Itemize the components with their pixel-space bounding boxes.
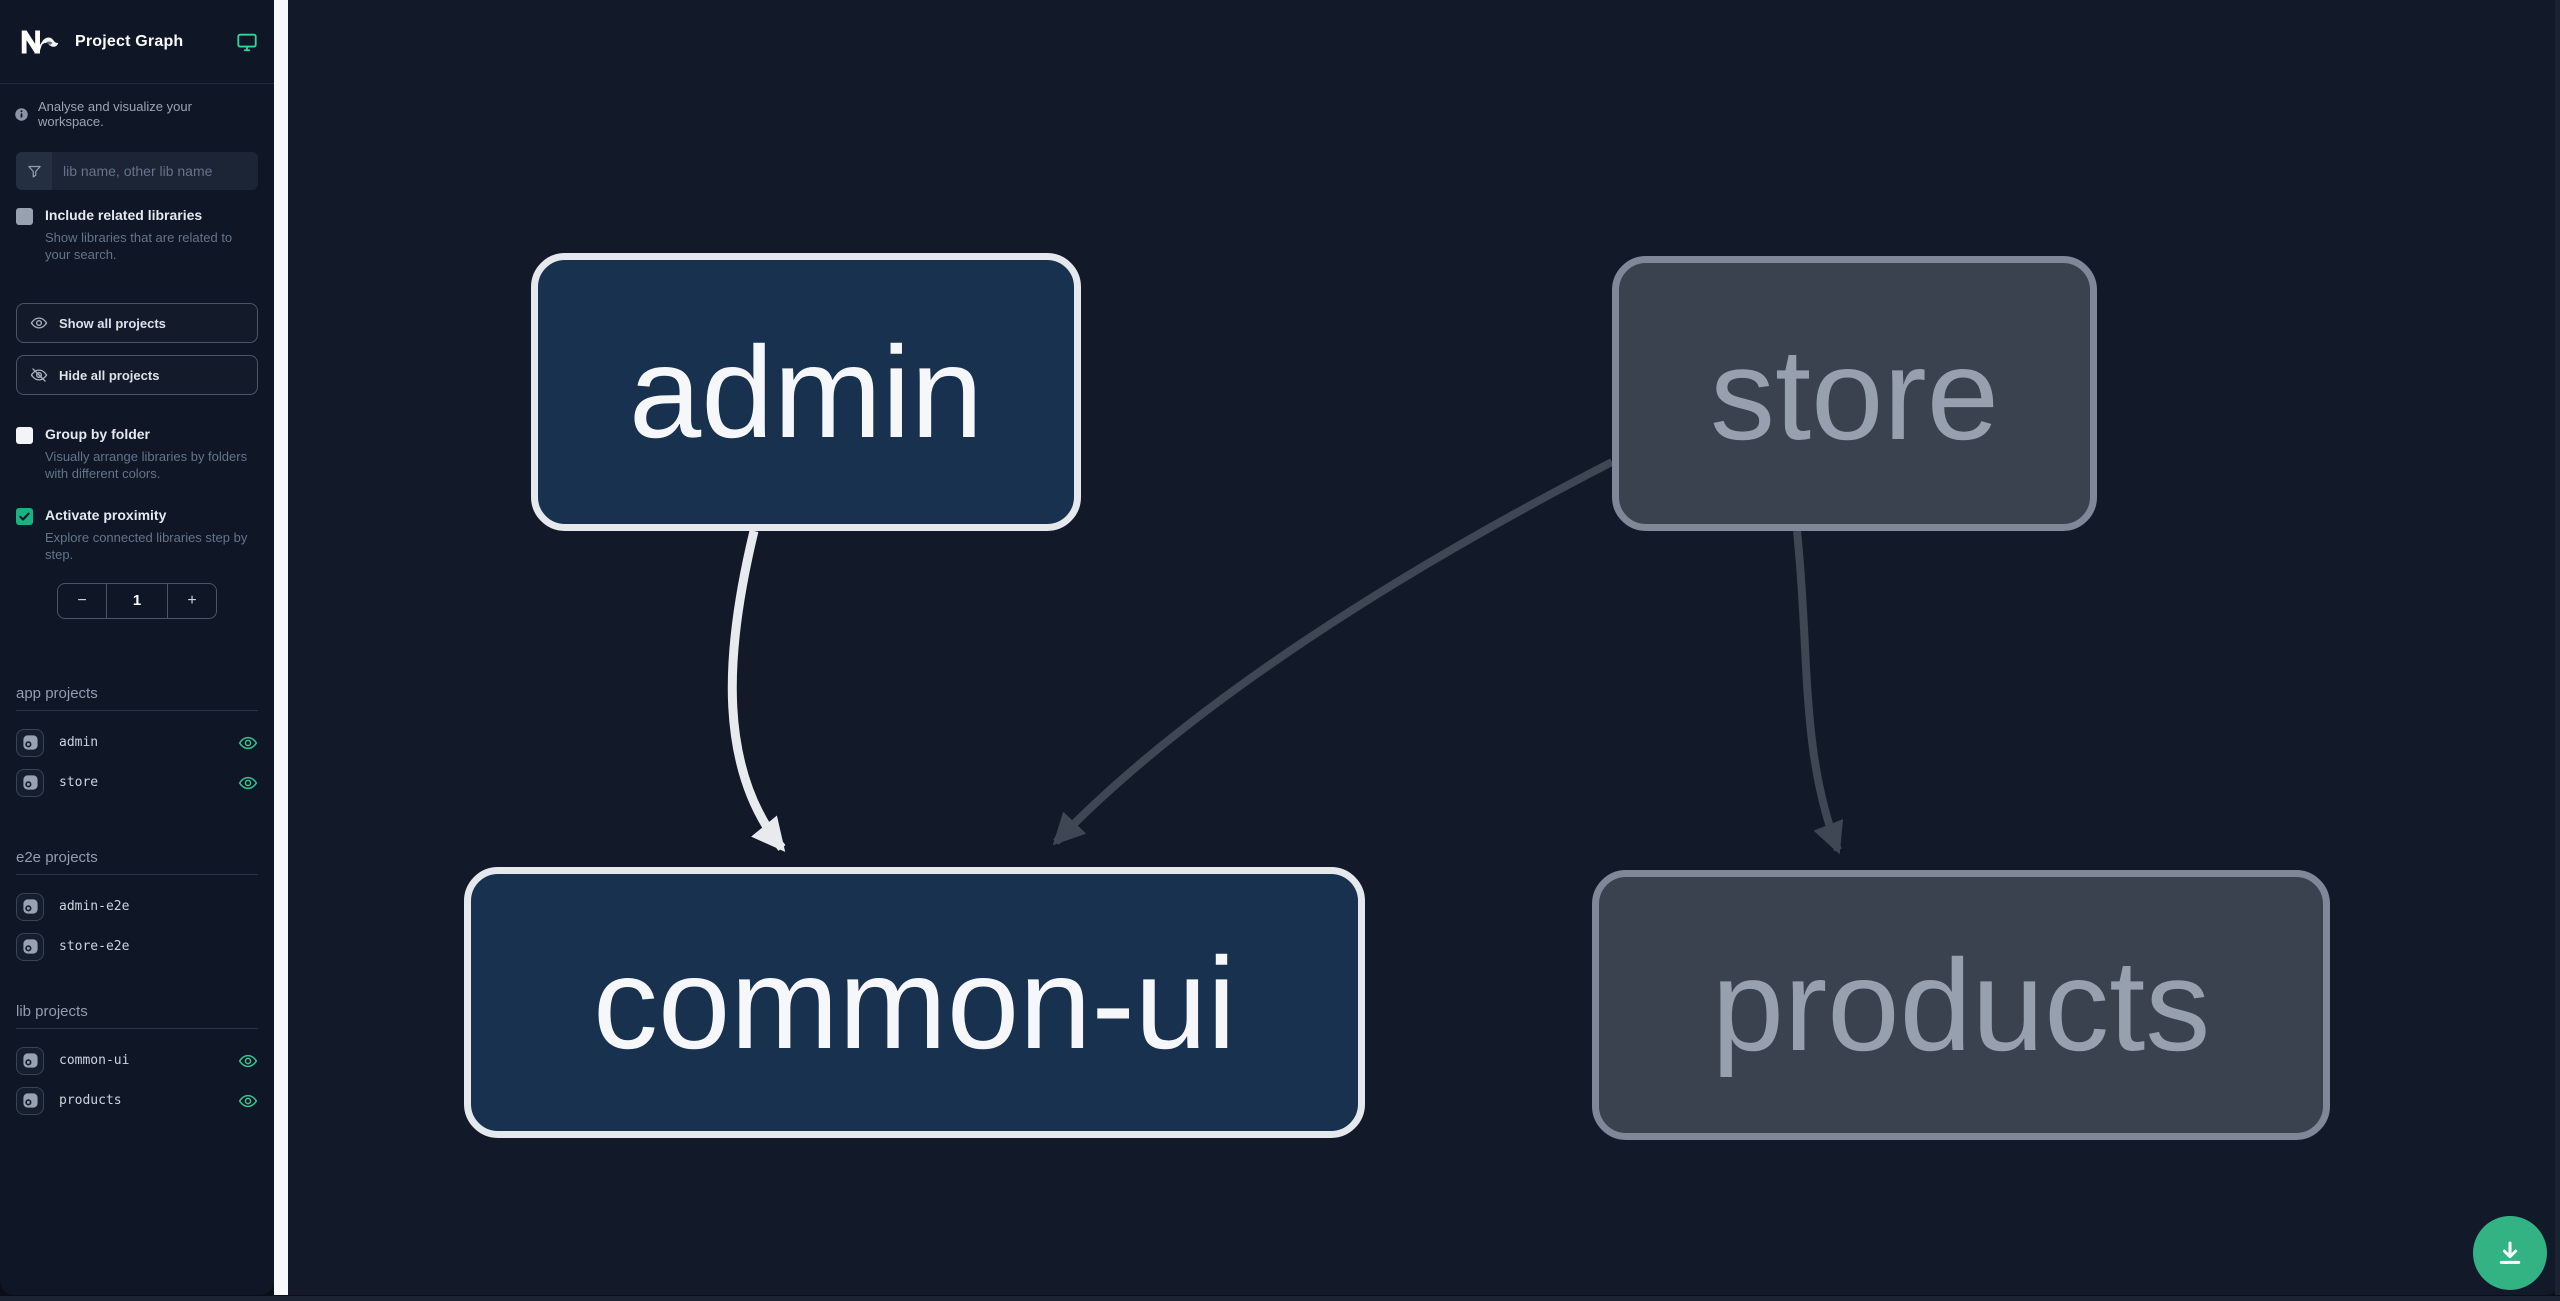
project-row-store: store [16, 763, 258, 803]
workspace-tagline: Analyse and visualize your workspace. [0, 84, 274, 129]
focus-icon [22, 939, 38, 955]
app-title: Project Graph [75, 32, 184, 50]
toggle-visibility-eye-icon[interactable] [238, 733, 258, 753]
project-name: store-e2e [59, 939, 130, 955]
focus-project-button[interactable] [16, 728, 44, 757]
graph-canvas[interactable]: admin store common-ui products [288, 0, 2560, 1295]
project-row-admin: admin [16, 723, 258, 763]
download-graph-button[interactable] [2473, 1216, 2547, 1290]
show-all-label: Show all projects [59, 315, 166, 331]
toggle-description: Explore connected libraries step by step… [45, 529, 248, 562]
graph-node-store[interactable]: store [1612, 256, 2097, 531]
section-heading-lib-projects: lib projects [16, 1003, 258, 1029]
toggle-include-related: Include related libraries Show libraries… [16, 207, 258, 263]
eye-icon [30, 317, 48, 329]
activate-proximity-checkbox[interactable] [16, 507, 33, 525]
sidebar: Project Graph Analyse and visualize your… [0, 0, 274, 1295]
toggle-visibility-eye-icon[interactable] [238, 1091, 258, 1111]
edge-store-to-common-ui[interactable] [1052, 458, 1614, 846]
nx-logo-icon [21, 30, 59, 53]
focus-project-button[interactable] [16, 768, 44, 797]
include-related-checkbox[interactable] [16, 208, 33, 225]
search-box [16, 152, 258, 190]
section-heading-app-projects: app projects [16, 685, 258, 711]
focus-icon [22, 899, 38, 915]
edge-admin-to-common-ui[interactable] [727, 529, 786, 852]
eye-slash-icon [30, 368, 48, 382]
focus-project-button[interactable] [16, 1046, 44, 1075]
tagline-text: Analyse and visualize your workspace. [38, 99, 192, 129]
focus-icon [22, 735, 38, 751]
page-scrollbar-horizontal[interactable] [0, 1296, 2560, 1301]
show-all-projects-button[interactable]: Show all projects [16, 303, 258, 344]
toggle-label: Include related libraries [45, 207, 203, 223]
project-row-admin-e2e: admin-e2e [16, 887, 258, 927]
section-heading-e2e-projects: e2e projects [16, 849, 258, 875]
decrement-button[interactable]: − [58, 583, 107, 618]
toggle-label: Activate proximity [45, 506, 167, 523]
increment-button[interactable]: + [167, 583, 216, 618]
group-by-folder-checkbox[interactable] [16, 427, 33, 445]
sidebar-resize-divider[interactable] [274, 0, 288, 1295]
graph-node-common-ui[interactable]: common-ui [464, 867, 1365, 1138]
focus-icon [22, 775, 38, 791]
info-icon [15, 107, 28, 121]
monitor-icon[interactable] [236, 31, 258, 53]
project-name: store [59, 775, 99, 791]
project-row-common-ui: common-ui [16, 1041, 258, 1081]
focus-project-button[interactable] [16, 892, 44, 921]
toggle-label: Group by folder [45, 426, 150, 443]
project-name: common-ui [59, 1053, 130, 1069]
toggle-group-by-folder: Group by folder Visually arrange librari… [16, 426, 258, 482]
edge-layer [727, 458, 1844, 855]
hide-all-projects-button[interactable]: Hide all projects [16, 355, 258, 396]
proximity-stepper: − 1 + [57, 582, 217, 619]
toggle-description: Visually arrange libraries by folders wi… [45, 449, 248, 482]
graph-node-admin[interactable]: admin [531, 253, 1081, 531]
focus-icon [22, 1053, 38, 1069]
search-input[interactable] [52, 152, 258, 190]
funnel-icon [16, 152, 52, 190]
toggle-visibility-eye-icon[interactable] [238, 773, 258, 793]
hide-all-label: Hide all projects [59, 367, 160, 383]
download-icon [2499, 1241, 2521, 1264]
focus-project-button[interactable] [16, 1086, 44, 1115]
toggle-description: Show libraries that are related to your … [45, 230, 233, 263]
edge-store-to-products[interactable] [1793, 530, 1844, 855]
page-scrollbar-vertical[interactable] [2555, 0, 2560, 1295]
check-icon [19, 512, 30, 521]
project-name: products [59, 1093, 122, 1109]
project-row-store-e2e: store-e2e [16, 927, 258, 967]
focus-project-button[interactable] [16, 932, 44, 961]
graph-node-products[interactable]: products [1592, 870, 2330, 1140]
proximity-value: 1 [132, 592, 142, 610]
toggle-visibility-eye-icon[interactable] [238, 1051, 258, 1071]
toggle-activate-proximity: Activate proximity Explore connected lib… [16, 507, 258, 563]
project-name: admin [59, 735, 99, 751]
project-name: admin-e2e [59, 899, 130, 915]
project-row-products: products [16, 1081, 258, 1121]
sidebar-header: Project Graph [0, 0, 274, 84]
focus-icon [22, 1093, 38, 1109]
